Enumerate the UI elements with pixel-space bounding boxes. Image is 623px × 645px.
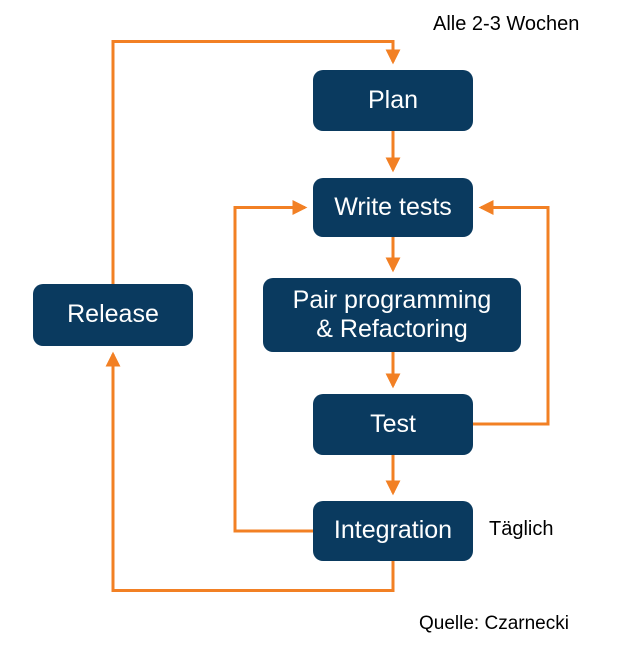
edge-integration-to-write-tests bbox=[233, 200, 313, 533]
annotation-cadence-daily: Täglich bbox=[489, 518, 554, 540]
edge-test-to-write-tests bbox=[473, 200, 550, 426]
node-test[interactable]: Test bbox=[313, 394, 473, 455]
edge-release-to-plan bbox=[111, 40, 401, 284]
node-write-tests-label: Write tests bbox=[334, 192, 452, 221]
node-integration-label: Integration bbox=[333, 516, 453, 545]
node-pair-programming-label: Pair programming & Refactoring bbox=[292, 285, 492, 344]
node-release[interactable]: Release bbox=[33, 284, 193, 346]
edge-integration-to-release bbox=[105, 351, 395, 592]
node-write-tests[interactable]: Write tests bbox=[313, 178, 473, 237]
annotation-source-credit: Quelle: Czarnecki bbox=[419, 613, 569, 634]
node-integration[interactable]: Integration bbox=[313, 501, 473, 561]
annotation-cadence-iteration: Alle 2-3 Wochen bbox=[433, 13, 580, 35]
node-test-label: Test bbox=[370, 409, 416, 438]
node-pair-programming[interactable]: Pair programming & Refactoring bbox=[263, 278, 521, 352]
node-release-label: Release bbox=[67, 300, 159, 329]
node-plan-label: Plan bbox=[367, 85, 419, 114]
node-plan[interactable]: Plan bbox=[313, 70, 473, 131]
